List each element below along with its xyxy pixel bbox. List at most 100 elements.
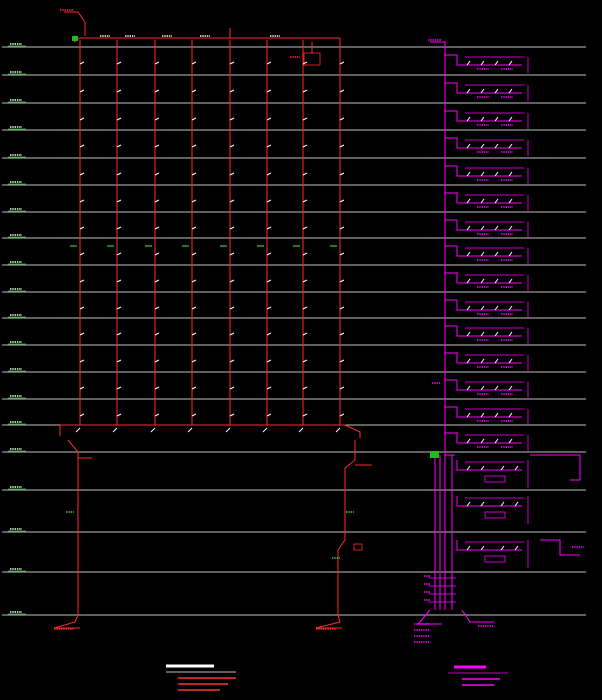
branch-tap-3 <box>494 88 499 94</box>
branch-tap-1 <box>466 331 471 337</box>
hydrant-tick-5-7 <box>229 226 235 230</box>
basement-box <box>484 475 506 483</box>
system-branch-7 <box>445 219 529 238</box>
hydrant-tick-5-13 <box>229 386 235 390</box>
fire-water-riser-diagram <box>53 9 372 630</box>
hydrant-tick-3-3 <box>154 117 160 121</box>
system-branch-6 <box>445 192 529 211</box>
branch-tap-3 <box>494 385 499 391</box>
basement-pipe <box>456 496 522 507</box>
system-branch-8 <box>445 245 529 264</box>
branch-tap-2 <box>480 60 485 66</box>
basement-tap-1 <box>466 501 471 507</box>
hydrant-tick-2-7 <box>116 226 122 230</box>
hydrant-tick-6-13 <box>266 386 272 390</box>
hydrant-tick-5-8 <box>229 252 235 256</box>
hydrant-tick-7-11 <box>302 332 308 336</box>
hydrant-tick-8-3 <box>339 117 345 121</box>
plant-outlet-left <box>416 609 442 625</box>
drawing-notes <box>166 664 508 691</box>
hydrant-tick-2-12 <box>116 359 122 363</box>
branch-tap-1 <box>466 198 471 204</box>
branch-tap-4 <box>508 198 513 204</box>
basement-tap-2 <box>480 465 485 471</box>
branch-tap-1 <box>466 438 471 444</box>
riser-diagram-title-block <box>166 664 236 691</box>
hydrant-tick-1-4 <box>79 144 85 148</box>
hydrant-tick-2-2 <box>116 89 122 93</box>
branch-tap-3 <box>494 305 499 311</box>
branch-pipe <box>445 432 522 444</box>
hydrant-tick-6-11 <box>266 332 272 336</box>
branch-tap-2 <box>480 198 485 204</box>
system-branch-14 <box>445 406 529 425</box>
branch-tap-3 <box>494 171 499 177</box>
branch-tap-4 <box>508 278 513 284</box>
hydrant-tick-7-14 <box>302 413 308 417</box>
hydrant-tick-1-2 <box>79 89 85 93</box>
ring-branch-7 <box>298 427 304 433</box>
hydrant-tick-3-6 <box>154 199 160 203</box>
hydrant-tick-1-3 <box>79 117 85 121</box>
hydrant-tick-1-6 <box>79 199 85 203</box>
hydrant-tick-7-10 <box>302 306 308 310</box>
hydrant-tick-6-12 <box>266 359 272 363</box>
basement-box <box>484 511 506 519</box>
hydrant-tick-7-3 <box>302 117 308 121</box>
branch-tap-3 <box>494 143 499 149</box>
branch-pipe <box>445 110 522 122</box>
hydrant-tick-7-4 <box>302 144 308 148</box>
hydrant-tick-1-5 <box>79 172 85 176</box>
basement-tap-3 <box>500 545 505 551</box>
hydrant-tick-4-6 <box>191 199 197 203</box>
branch-tap-2 <box>480 385 485 391</box>
hydrant-tick-3-5 <box>154 172 160 176</box>
hydrant-tick-2-14 <box>116 413 122 417</box>
branch-tap-4 <box>508 358 513 364</box>
branch-tap-2 <box>480 225 485 231</box>
hydrant-tick-4-3 <box>191 117 197 121</box>
branch-tap-1 <box>466 278 471 284</box>
hydrant-tick-1-12 <box>79 359 85 363</box>
basement-tap-4 <box>514 545 519 551</box>
hydrant-tick-8-11 <box>339 332 345 336</box>
hydrant-tick-1-9 <box>79 279 85 283</box>
branch-tap-4 <box>508 88 513 94</box>
system-trunk-valve <box>430 451 439 458</box>
hydrant-tick-4-4 <box>191 144 197 148</box>
branch-tap-1 <box>466 305 471 311</box>
branch-pipe <box>445 219 522 231</box>
branch-tap-2 <box>480 251 485 257</box>
system-branch-10 <box>445 299 529 318</box>
inlet-valve <box>72 36 78 41</box>
branch-tap-2 <box>480 116 485 122</box>
branch-tap-3 <box>494 116 499 122</box>
hydrant-tick-7-8 <box>302 252 308 256</box>
top-main-pipe <box>73 37 341 43</box>
hydrant-tick-6-5 <box>266 172 272 176</box>
hydrant-tick-7-9 <box>302 279 308 283</box>
hydrant-tick-6-9 <box>266 279 272 283</box>
system-branch-12 <box>445 352 529 371</box>
hydrant-tick-7-13 <box>302 386 308 390</box>
system-branch-9 <box>445 272 529 291</box>
right-trunk-box <box>353 543 363 551</box>
branch-pipe <box>445 137 522 149</box>
hydrant-tick-4-10 <box>191 306 197 310</box>
left-outlet-pipe <box>53 614 80 629</box>
branch-tap-4 <box>508 331 513 337</box>
system-branch-2 <box>445 82 529 101</box>
hydrant-tick-5-12 <box>229 359 235 363</box>
branch-tap-4 <box>508 305 513 311</box>
hydrant-tick-4-5 <box>191 172 197 176</box>
basement-pipe <box>456 460 522 471</box>
hydrant-tick-8-14 <box>339 413 345 417</box>
hydrant-tick-7-7 <box>302 226 308 230</box>
plant-outlet-right <box>461 609 494 623</box>
branch-pipe <box>445 245 522 257</box>
branch-pipe <box>445 272 522 284</box>
branch-tap-1 <box>466 385 471 391</box>
branch-tap-3 <box>494 225 499 231</box>
hydrant-tick-3-1 <box>154 61 160 65</box>
branch-tap-2 <box>480 412 485 418</box>
